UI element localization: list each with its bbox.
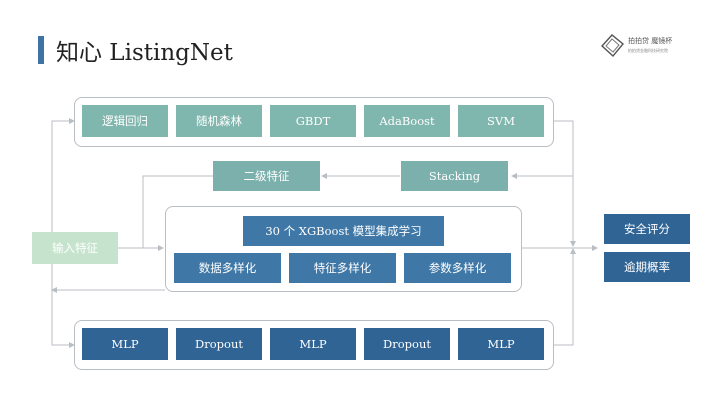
input-features-box: 输入特征: [32, 232, 118, 264]
model-box-5: SVM: [458, 105, 544, 137]
arrow-nn-to-output: [553, 248, 576, 346]
xgboost-title-box: 30 个 XGBoost 模型集成学习: [243, 216, 444, 246]
model-box-4: AdaBoost: [364, 105, 450, 137]
nn-box-3: MLP: [270, 328, 356, 360]
xgboost-item-2: 特征多样化: [289, 253, 396, 283]
output-safety-score: 安全评分: [604, 214, 690, 244]
arrow-models-to-stacking: [511, 120, 574, 179]
model-box-1: 逻辑回归: [82, 105, 168, 137]
page-title: 知心 ListingNet: [56, 40, 233, 66]
nn-box-4: Dropout: [364, 328, 450, 360]
model-box-2: 随机森林: [176, 105, 262, 137]
stacking-box: Stacking: [401, 161, 508, 191]
title-accent-bar: [38, 36, 44, 64]
xgboost-item-3: 参数多样化: [404, 253, 511, 283]
nn-box-5: MLP: [458, 328, 544, 360]
arrow-input-to-models: [51, 118, 75, 232]
second-features-box: 二级特征: [213, 161, 320, 191]
line-second-features: [142, 175, 213, 248]
logo-icon: [601, 34, 624, 58]
nn-box-1: MLP: [82, 328, 168, 360]
logo: 拍拍贷 魔镜杯 拍拍贷金融科技研究院: [598, 32, 690, 64]
output-overdue-probability: 逾期概率: [604, 252, 690, 282]
xgboost-item-1: 数据多样化: [174, 253, 281, 283]
logo-text: 拍拍贷 魔镜杯: [628, 37, 673, 45]
logo-subtext: 拍拍贷金融科技研究院: [628, 48, 668, 53]
arrow-input-to-nn: [51, 264, 75, 348]
nn-box-2: Dropout: [176, 328, 262, 360]
model-box-3: GBDT: [270, 105, 356, 137]
